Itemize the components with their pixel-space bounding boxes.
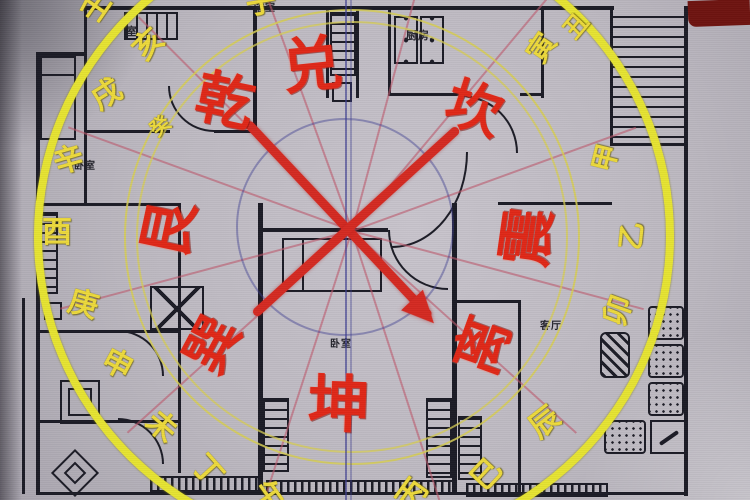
red-trigram-char: 坤 <box>306 366 372 443</box>
ring-char-yellow: 子 <box>243 0 279 23</box>
red-trigram-char: 艮 <box>129 193 209 265</box>
wall-segment <box>684 6 688 496</box>
ring-char-yellow: 酉 <box>42 215 72 250</box>
blue-axis-line <box>350 0 352 500</box>
wall-segment <box>36 52 86 56</box>
corner-red-mark <box>687 0 750 28</box>
photo-edge-shadow <box>0 0 22 500</box>
red-trigram-char: 乾 <box>189 61 261 141</box>
coffee-table <box>604 420 646 454</box>
inner-yellow-ring <box>136 21 568 453</box>
red-trigram-char: 兑 <box>278 28 346 104</box>
side-table <box>650 420 686 454</box>
red-trigram-char: 震 <box>489 203 565 271</box>
sofa <box>648 382 684 416</box>
plant-icon <box>50 448 100 498</box>
inner-yellow-ring <box>124 9 580 465</box>
ring-char-yellow: 壬 <box>73 0 120 30</box>
blue-axis-line <box>345 0 347 500</box>
wall-segment <box>22 298 25 494</box>
outer-yellow-ring <box>34 0 674 500</box>
sofa <box>648 344 684 378</box>
ring-char-yellow: 乙 <box>613 220 650 252</box>
